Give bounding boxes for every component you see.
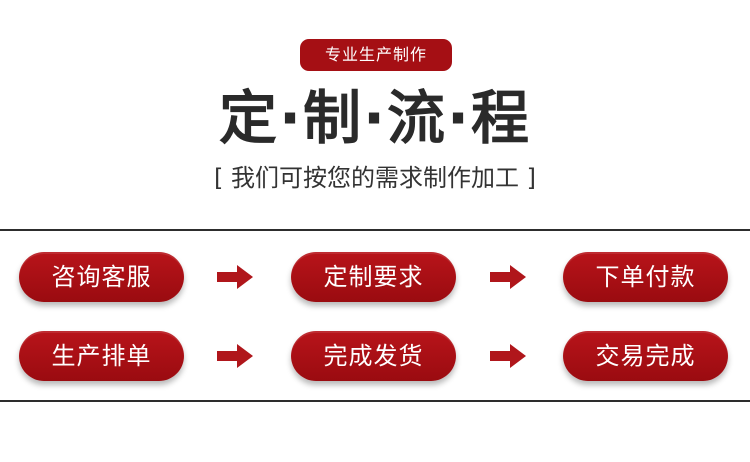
arrow-right-icon (490, 344, 526, 368)
step-consult: 咨询客服 (19, 252, 184, 302)
arrow-right-icon (490, 265, 526, 289)
step-shipping: 完成发货 (291, 331, 456, 381)
step-requirements: 定制要求 (291, 252, 456, 302)
step-order-payment: 下单付款 (563, 252, 728, 302)
step-production: 生产排单 (19, 331, 184, 381)
divider-top (0, 229, 750, 231)
arrow-right-icon (217, 265, 253, 289)
step-complete: 交易完成 (563, 331, 728, 381)
divider-bottom (0, 400, 750, 402)
arrow-right-icon (217, 344, 253, 368)
page-title: 定·制·流·程 (218, 84, 532, 152)
badge-label: 专业生产制作 (300, 39, 452, 71)
page-subtitle: [ 我们可按您的需求制作加工 ] (214, 164, 536, 192)
